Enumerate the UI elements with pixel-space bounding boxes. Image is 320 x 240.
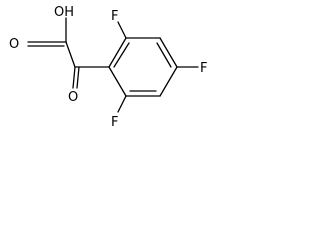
label-fluorine-bottom: F [111, 115, 118, 130]
bond-keto-double-1 [72, 66, 76, 89]
label-keto-oxygen: O [68, 90, 78, 105]
ring-bond-3 [159, 37, 178, 68]
ring-bond-1 [108, 37, 127, 68]
chemical-structure: OH O O F F F [9, 5, 207, 130]
bond-c-f-bottom [117, 95, 127, 113]
ring-double-2 [156, 42, 172, 68]
label-fluorine-right: F [200, 61, 207, 76]
bond-c-f-top [117, 21, 127, 39]
label-carboxyl-oxygen: O [9, 37, 19, 52]
ring-double-1 [113, 42, 130, 68]
structure-canvas: OH O O F F F [0, 0, 235, 156]
ring-bond-6 [108, 66, 127, 97]
bond-keto-double-2 [76, 66, 80, 89]
ring-bond-4 [159, 66, 178, 97]
label-fluorine-top: F [111, 9, 118, 24]
bond-c-c [65, 41, 76, 68]
label-hydroxyl: OH [54, 5, 74, 20]
